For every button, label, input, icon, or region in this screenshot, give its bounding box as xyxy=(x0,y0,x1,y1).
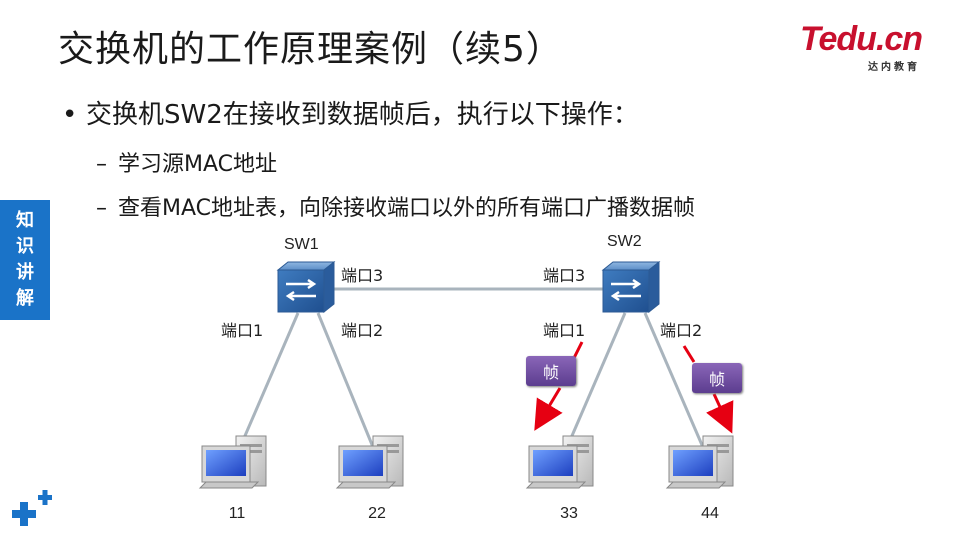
tedu-logo: Tedu.cn 达内教育 xyxy=(800,20,940,73)
link-sw1-host22 xyxy=(316,312,377,453)
main-bullet: • 交换机SW2在接收到数据帧后，执行以下操作： xyxy=(62,94,639,131)
sw1-port1-label: 端口1 xyxy=(221,321,264,340)
switch-sw1-icon xyxy=(276,260,336,314)
slide-title: 交换机的工作原理案例（续5） xyxy=(58,29,563,70)
logo-tagline: 达内教育 xyxy=(868,62,920,73)
side-tab-char: 解 xyxy=(16,288,34,309)
host-44-label: 44 xyxy=(701,505,719,522)
arrow-to-host44 xyxy=(706,393,734,434)
sub-item-2-text: 查看MAC地址表，向除接收端口以外的所有端口广播数据帧 xyxy=(118,196,696,221)
switch-sw2-label: SW2 xyxy=(607,233,642,250)
links xyxy=(236,287,707,453)
dash-icon: – xyxy=(96,152,107,177)
flood-arrows xyxy=(534,341,734,434)
dash-icon: – xyxy=(96,196,107,221)
link-sw2-host44 xyxy=(643,312,707,453)
host-33-label: 33 xyxy=(560,505,578,522)
arrow-to-host44-upper xyxy=(682,345,696,363)
arrow-to-host33 xyxy=(534,387,563,431)
side-tab-char: 讲 xyxy=(16,262,34,283)
sw2-port1-label: 端口1 xyxy=(543,321,586,340)
switch-sw2-icon xyxy=(601,260,661,314)
host-33-icon xyxy=(525,435,594,489)
frame-box-port2: 帧 xyxy=(692,363,742,393)
sw1-port2-label: 端口2 xyxy=(341,321,384,340)
bullet-dot-icon: • xyxy=(62,100,78,130)
side-tab-knowledge: 知 识 讲 解 xyxy=(0,200,50,320)
frame-box-port1: 帧 xyxy=(526,356,576,386)
host-11-icon xyxy=(198,435,267,489)
sw1-port3-label: 端口3 xyxy=(341,266,384,285)
arrow-to-host33-upper xyxy=(572,341,584,359)
host-11-label: 11 xyxy=(228,505,246,522)
sw2-port2-label: 端口2 xyxy=(660,321,703,340)
host-22-icon xyxy=(335,435,404,489)
link-sw1-host11 xyxy=(236,312,300,453)
host-22-label: 22 xyxy=(368,505,386,522)
sub-item-1-text: 学习源MAC地址 xyxy=(118,152,278,177)
side-tab-char: 知 xyxy=(16,210,34,231)
sub-item-1: –学习源MAC地址 xyxy=(96,146,277,178)
logo-brand: Tedu.cn xyxy=(800,20,923,58)
sub-item-2: –查看MAC地址表，向除接收端口以外的所有端口广播数据帧 xyxy=(96,190,695,222)
plus-decoration-icon xyxy=(12,490,52,526)
link-sw2-host33 xyxy=(563,312,627,453)
switch-sw1-label: SW1 xyxy=(284,236,319,253)
main-bullet-text: 交换机SW2在接收到数据帧后，执行以下操作： xyxy=(86,100,639,130)
side-tab-char: 识 xyxy=(16,236,34,257)
sw2-port3-label: 端口3 xyxy=(543,266,586,285)
host-44-icon xyxy=(665,435,734,489)
